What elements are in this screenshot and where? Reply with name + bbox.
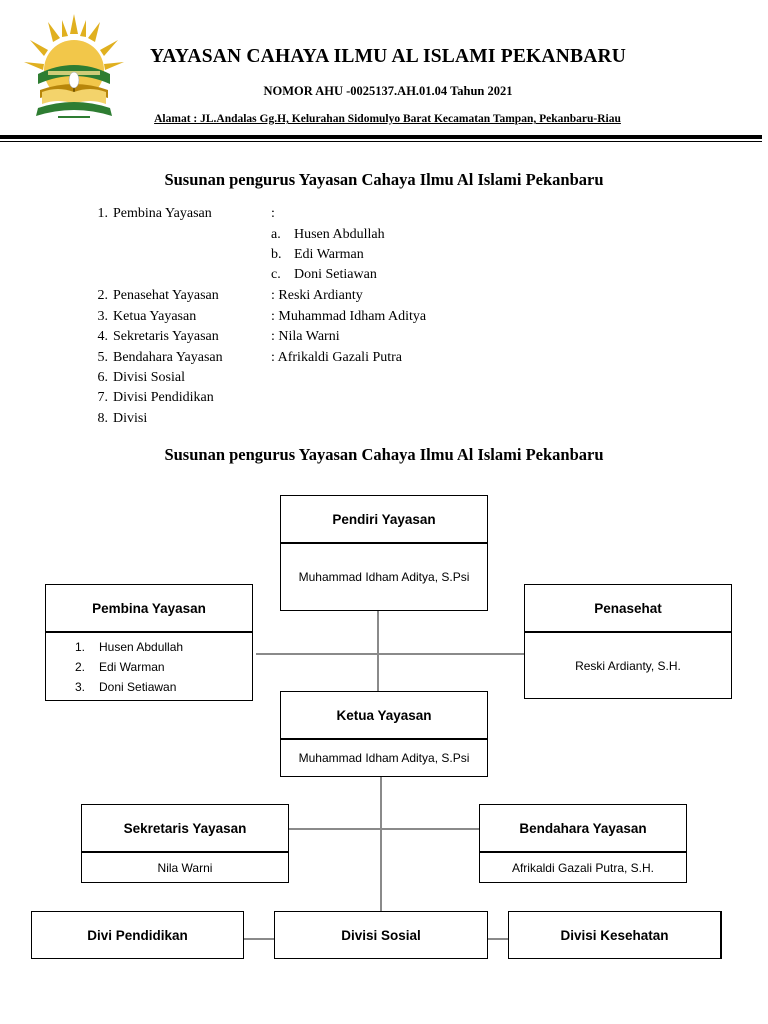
- penasehat-title: Penasehat: [525, 585, 731, 633]
- connector-sekretaris-bendahara: [289, 828, 480, 830]
- pendiri-box: Pendiri Yayasan Muhammad Idham Aditya, S…: [280, 495, 488, 611]
- ketua-name: Muhammad Idham Aditya, S.Psi: [298, 751, 470, 765]
- organization-address: Alamat : JL.Andalas Gg.H, Kelurahan Sido…: [154, 113, 621, 125]
- connector-pembina-penasehat: [256, 653, 524, 655]
- penasehat-box: Penasehat Reski Ardianty, S.H.: [524, 584, 732, 699]
- penasehat-name: Reski Ardianty, S.H.: [575, 658, 681, 673]
- bendahara-box: Bendahara Yayasan Afrikaldi Gazali Putra…: [479, 804, 687, 883]
- list-item: 2.Edi Warman: [75, 660, 165, 674]
- list-item: 1.Husen Abdullah: [75, 640, 184, 654]
- header-divider-thin: [0, 141, 762, 142]
- sekretaris-title: Sekretaris Yayasan: [82, 805, 288, 853]
- pembina-members: 1.Husen Abdullah 2.Edi Warman 3.Doni Set…: [46, 637, 252, 697]
- section-heading-list: Susunan pengurus Yayasan Cahaya Ilmu Al …: [164, 170, 604, 189]
- pendiri-name: Muhammad Idham Aditya, S.Psi: [298, 570, 470, 584]
- connector-pendiri-ketua: [377, 610, 379, 692]
- ketua-box: Ketua Yayasan Muhammad Idham Aditya, S.P…: [280, 691, 488, 777]
- list-item: 3.Doni Setiawan: [75, 680, 177, 694]
- pembina-title: Pembina Yayasan: [46, 585, 252, 633]
- registration-number: NOMOR AHU -0025137.AH.01.04 Tahun 2021: [263, 84, 513, 98]
- sekretaris-name: Nila Warni: [157, 860, 213, 875]
- foundation-logo-icon: [18, 12, 130, 124]
- connector-sosial-kesehatan: [487, 938, 509, 940]
- header-divider-thick: [0, 135, 762, 139]
- sekretaris-box: Sekretaris Yayasan Nila Warni: [81, 804, 289, 883]
- bendahara-title: Bendahara Yayasan: [480, 805, 686, 853]
- pendiri-title: Pendiri Yayasan: [281, 496, 487, 544]
- divisi-kesehatan-box: Divisi Kesehatan: [508, 911, 722, 959]
- pembina-box: Pembina Yayasan 1.Husen Abdullah 2.Edi W…: [45, 584, 253, 701]
- organization-name: YAYASAN CAHAYA ILMU AL ISLAMI PEKANBARU: [149, 46, 627, 67]
- section-heading-chart: Susunan pengurus Yayasan Cahaya Ilmu Al …: [164, 445, 604, 464]
- ketua-title: Ketua Yayasan: [281, 692, 487, 740]
- bendahara-name: Afrikaldi Gazali Putra, S.H.: [511, 860, 655, 875]
- connector-pendidikan-sosial: [243, 938, 275, 940]
- divisi-pendidikan-box: Divi Pendidikan: [31, 911, 244, 959]
- connector-ketua-divisi: [380, 776, 382, 912]
- divisi-sosial-box: Divisi Sosial: [274, 911, 488, 959]
